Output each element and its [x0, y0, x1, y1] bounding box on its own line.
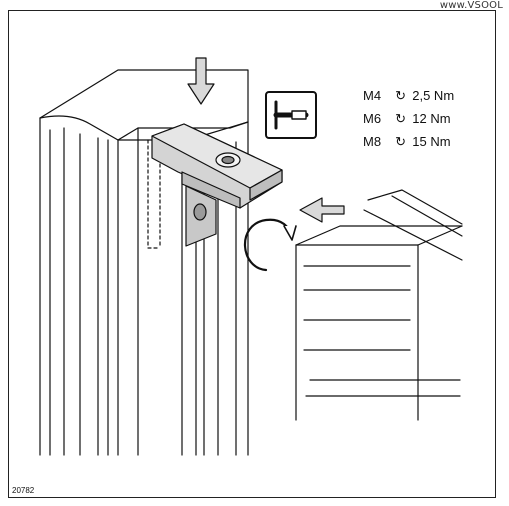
torque-row-m8: M8 ↻ 15 Nm [363, 134, 451, 150]
bolt-size-label: M8 [363, 134, 382, 149]
torque-value: 2,5 Nm [412, 88, 455, 103]
horizontal-profile [295, 189, 463, 421]
corner-bracket-connector [151, 123, 283, 247]
diagram-frame [8, 10, 496, 498]
vertical-profile [39, 69, 249, 456]
watermark: www.VSOOL [439, 0, 503, 11]
torque-value: 12 Nm [412, 111, 451, 126]
rotation-arrow-icon [243, 218, 297, 272]
figure-number: 20782 [12, 486, 35, 495]
bolt-size-label: M4 [363, 88, 382, 103]
torque-row-m4: M4 ↻ 2,5 Nm [363, 88, 454, 104]
torque-value: 15 Nm [412, 134, 451, 149]
insert-down-arrow-icon [187, 57, 215, 105]
clockwise-arrow-icon: ↻ [395, 111, 407, 126]
bolt-size-label: M6 [363, 111, 382, 126]
torque-row-m6: M6 ↻ 12 Nm [363, 111, 451, 127]
hex-key-icon [265, 91, 317, 139]
clockwise-arrow-icon: ↻ [395, 134, 407, 149]
insert-left-arrow-icon [299, 197, 345, 223]
clockwise-arrow-icon: ↻ [395, 88, 407, 103]
